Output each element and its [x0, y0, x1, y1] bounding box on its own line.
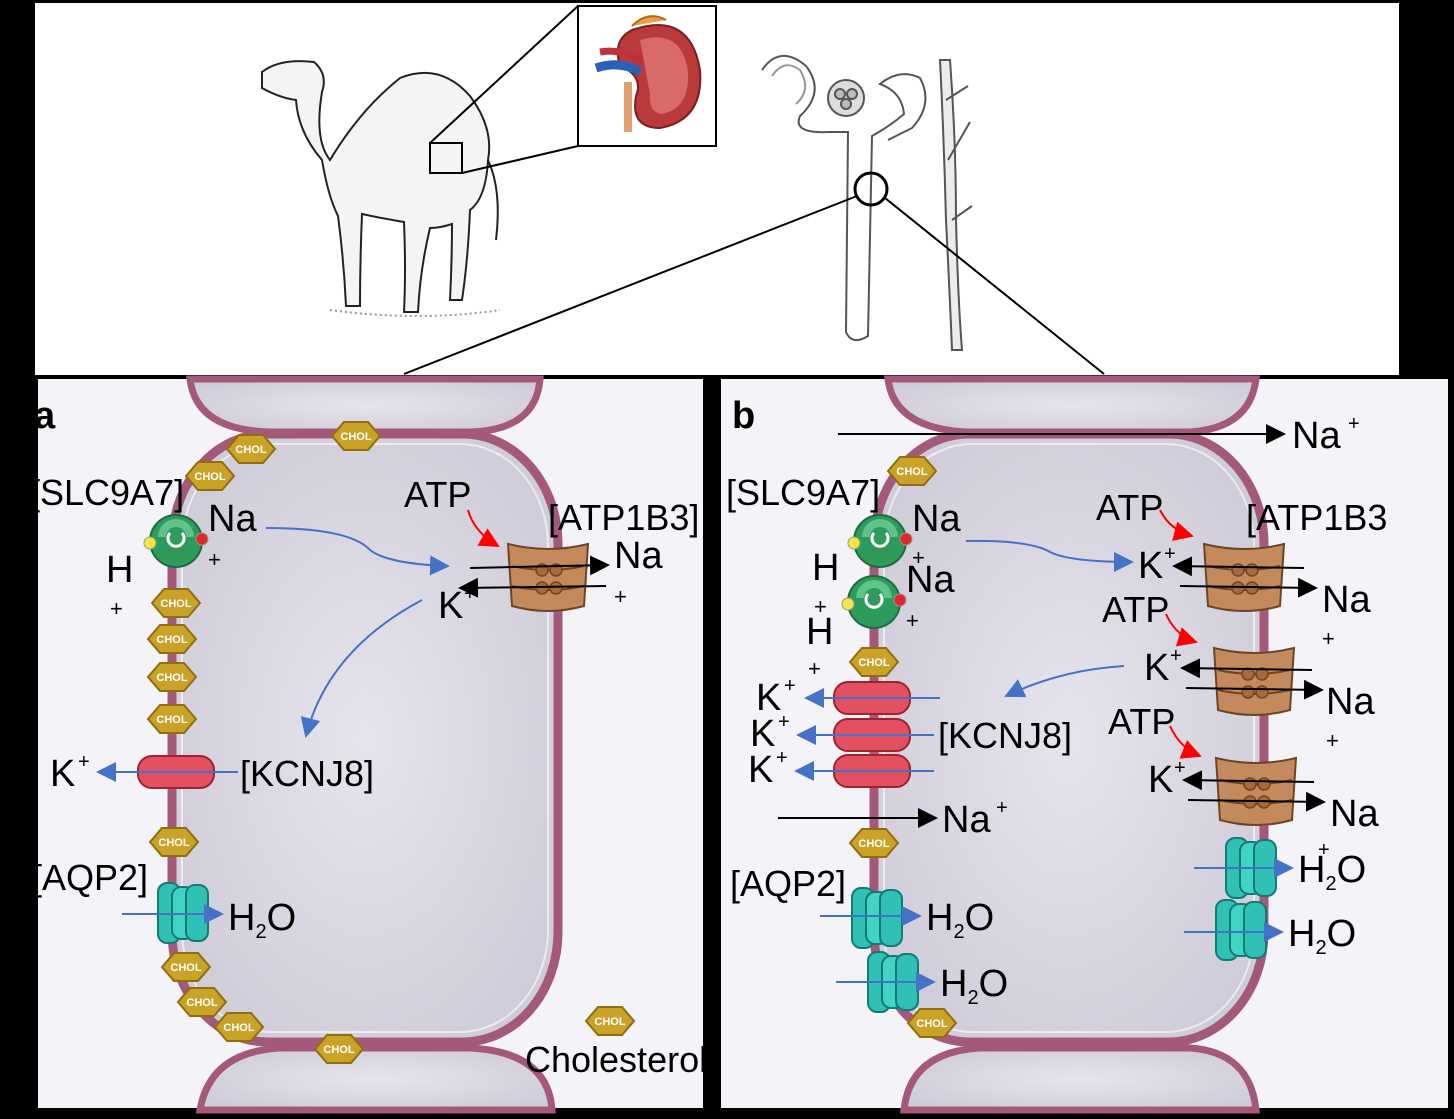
na-ion-label: Na: [942, 799, 991, 841]
kcnj8-label: [KCNJ8]: [938, 715, 1072, 756]
h-ion-label: H: [106, 549, 133, 591]
k-ion-label: K: [756, 677, 781, 719]
plus-sign: +: [78, 751, 90, 773]
plus-sign: +: [1326, 728, 1339, 753]
nephron-zoom-circle: [853, 171, 889, 207]
atp1b3-label: [ATP1B3: [1246, 497, 1387, 538]
atp-label: ATP: [1102, 589, 1169, 630]
atp1b3-pump: [1213, 647, 1295, 716]
na-ion-label: Na: [906, 559, 955, 601]
plus-sign: +: [784, 675, 796, 697]
aqp2-aquaporin: [1215, 899, 1267, 961]
slc9a7-label: [SLC9A7]: [30, 472, 184, 513]
chol-molecule: [849, 647, 899, 677]
chol-molecule: [161, 952, 211, 982]
na-ion-label: Na: [1330, 793, 1379, 835]
plus-sign: +: [1164, 543, 1176, 565]
atp-label: ATP: [1108, 701, 1175, 742]
plus-sign: +: [1322, 626, 1335, 651]
water-label: H2O: [228, 897, 296, 943]
plus-sign: +: [814, 594, 827, 619]
panel-b-letter: b: [732, 395, 755, 437]
chol-molecule: [177, 987, 227, 1017]
k-ion-label: K: [750, 713, 775, 755]
plus-sign: +: [776, 747, 788, 769]
k-ion-label: K: [1148, 759, 1173, 801]
na-ion-label: Na: [208, 498, 257, 540]
atp1b3-pump: [1203, 543, 1285, 612]
plus-sign: +: [996, 797, 1008, 819]
chol-molecule: [151, 588, 201, 618]
chol-legend-icon: [585, 1006, 635, 1036]
na-ion-label: Na: [1292, 415, 1341, 457]
cholesterol-legend-label: Cholesterol: [525, 1039, 707, 1080]
plus-sign: +: [1174, 757, 1186, 779]
k-ion-label: K: [1138, 545, 1163, 587]
chol-molecule: [147, 624, 197, 654]
plus-sign: +: [208, 547, 221, 572]
atp1b3-pump: [1215, 757, 1297, 826]
plus-sign: +: [614, 584, 627, 609]
aqp2-aquaporin: [851, 887, 903, 949]
plus-sign: +: [912, 545, 925, 570]
water-label: H2O: [1298, 849, 1366, 895]
k-ion-label: K: [748, 749, 773, 791]
plus-sign: +: [1170, 645, 1182, 667]
chol-molecule: [887, 456, 937, 486]
plus-sign: +: [906, 608, 919, 633]
chol-molecule: [331, 421, 381, 451]
atp1b3-label: [ATP1B3]: [548, 497, 699, 538]
na-ion-label: Na: [1326, 681, 1375, 723]
chol-molecule: [185, 461, 235, 491]
water-label: H2O: [1288, 913, 1356, 959]
plus-sign: +: [464, 583, 476, 605]
k-ion-label: K: [1144, 647, 1169, 689]
chol-molecule: [907, 1008, 957, 1038]
kidney-icon: [594, 15, 702, 132]
chol-molecule: [314, 1034, 364, 1064]
panel-b: b Na + [SLC9A7] Na + Na + H + H + [ATP1B…: [717, 375, 1452, 1114]
chol-molecule: [849, 828, 899, 858]
plus-sign: +: [778, 711, 790, 733]
chol-molecule: [226, 434, 276, 464]
plus-sign: +: [1318, 839, 1330, 861]
water-label: H2O: [926, 897, 994, 943]
kcnj8-label: [KCNJ8]: [240, 753, 374, 794]
plus-sign: +: [1348, 413, 1360, 435]
water-label: H2O: [940, 963, 1008, 1009]
aqp2-label: [AQP2]: [730, 863, 846, 904]
chol-molecule: [147, 704, 197, 734]
chol-molecule: [149, 827, 199, 857]
k-ion-label: K: [438, 585, 463, 627]
atp-label: ATP: [404, 474, 471, 515]
plus-sign: +: [110, 596, 123, 621]
aqp2-label: [AQP2]: [32, 857, 148, 898]
atp1b3-pump: [507, 543, 589, 612]
nephron-illustration: [761, 55, 973, 351]
na-ion-label: Na: [912, 498, 961, 540]
na-ion-label: Na: [614, 535, 663, 577]
panel-a: a [SLC9A7] Na + H + ATP [ATP1B3] Na + K …: [30, 375, 707, 1114]
h-ion-label: H: [806, 611, 833, 653]
k-ion-label: K: [50, 753, 75, 795]
na-ion-label: Na: [1322, 579, 1371, 621]
panel-a-letter: a: [34, 395, 56, 437]
h-ion-label: H: [812, 547, 839, 589]
chol-molecule: [147, 662, 197, 692]
slc9a7-label: [SLC9A7]: [726, 472, 880, 513]
camel-kidney-zoom-box: [429, 142, 463, 174]
chol-molecule: [214, 1012, 264, 1042]
plus-sign: +: [808, 656, 821, 681]
atp-label: ATP: [1096, 487, 1163, 528]
